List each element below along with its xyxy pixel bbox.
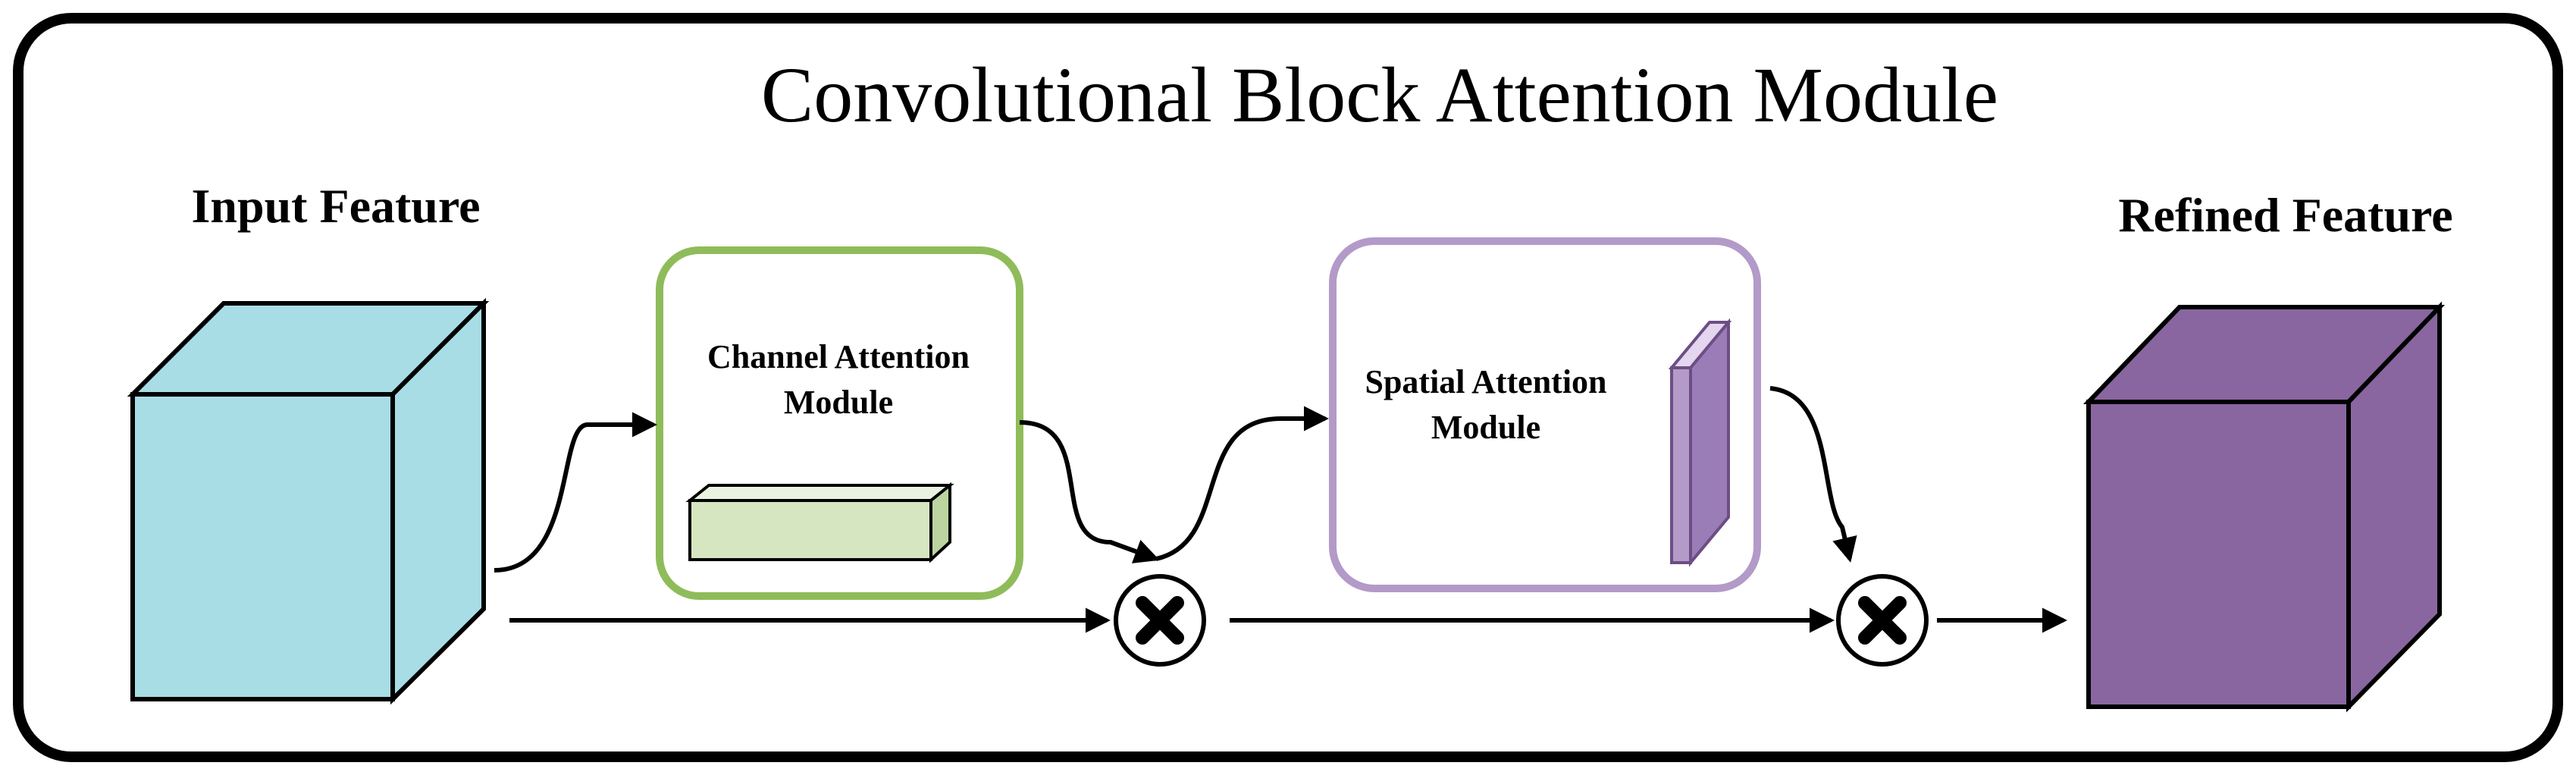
spatial-attention-label-line1: Spatial Attention bbox=[1365, 363, 1606, 400]
channel-map-front bbox=[688, 499, 932, 561]
channel-attention-label-line1: Channel Attention bbox=[707, 338, 970, 375]
multiply-operator-1 bbox=[1114, 574, 1206, 667]
diagram-title: Convolutional Block Attention Module bbox=[761, 52, 1998, 139]
arrow-multiply-to-spatial bbox=[1155, 406, 1329, 561]
spatial-attention-box bbox=[1329, 237, 1761, 592]
refined-feature-cube bbox=[2082, 301, 2446, 713]
arrow-spatial-to-multiply bbox=[1769, 386, 1857, 563]
spatial-attention-label-line2: Module bbox=[1431, 409, 1540, 446]
outer-frame bbox=[13, 13, 2563, 762]
multiply-icon bbox=[1136, 596, 1184, 645]
arrow-channel-to-multiply bbox=[1019, 420, 1160, 563]
input-feature-cube bbox=[127, 297, 490, 705]
arrow-input-to-channel bbox=[494, 412, 657, 573]
spatial-map-front bbox=[1670, 366, 1692, 564]
channel-attention-module: Channel Attention Module bbox=[656, 246, 1023, 600]
spatial-attention-module: Spatial Attention Module bbox=[1329, 237, 1761, 592]
channel-map-top bbox=[685, 484, 954, 502]
channel-attention-label-line2: Module bbox=[784, 384, 893, 421]
refined-cube-front bbox=[2086, 400, 2351, 709]
multiply-operator-2 bbox=[1836, 574, 1929, 667]
multiply-icon bbox=[1858, 596, 1907, 645]
refined-feature-label: Refined Feature bbox=[2118, 188, 2452, 242]
spatial-attention-map bbox=[1668, 318, 1732, 567]
input-cube-front bbox=[130, 392, 395, 701]
input-feature-label: Input Feature bbox=[191, 179, 480, 233]
channel-attention-map bbox=[685, 482, 954, 563]
